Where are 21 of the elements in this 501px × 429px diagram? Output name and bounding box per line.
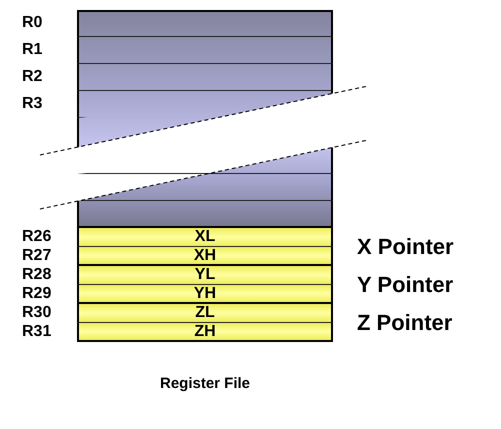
register-number: R1 [22,40,42,58]
register-row: XH [77,247,333,266]
caption: Register File [158,375,252,392]
pointer-label: Y Pointer [357,272,454,298]
register-row: YL [77,266,333,285]
pointer-label: Z Pointer [357,310,452,336]
register-number: R3 [22,94,42,112]
register-row: YH [77,285,333,304]
register-number: R31 [22,322,52,340]
register-row [77,91,333,118]
register-number: R0 [22,14,42,32]
register-number: R28 [22,266,52,284]
register-number: R30 [22,304,52,322]
register-number: R2 [22,68,42,86]
register-row: XL [77,228,333,247]
register-number: R26 [22,228,52,246]
register-row: ZL [77,304,333,323]
pointer-label: X Pointer [357,234,454,260]
register-row: ZH [77,323,333,342]
register-number: R27 [22,246,52,264]
register-number: R29 [22,284,52,302]
